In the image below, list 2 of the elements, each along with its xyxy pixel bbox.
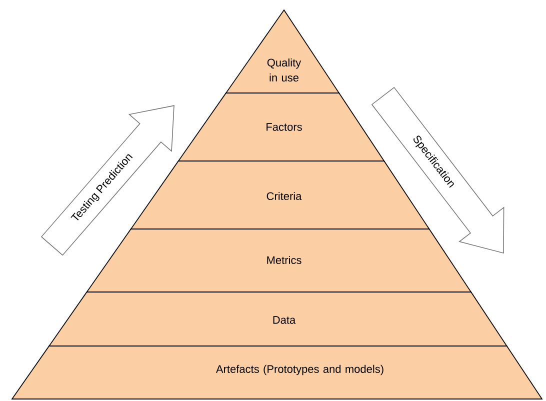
pyramid-layer: Criteria xyxy=(130,160,430,230)
pyramid-layer: Factors xyxy=(178,92,385,162)
